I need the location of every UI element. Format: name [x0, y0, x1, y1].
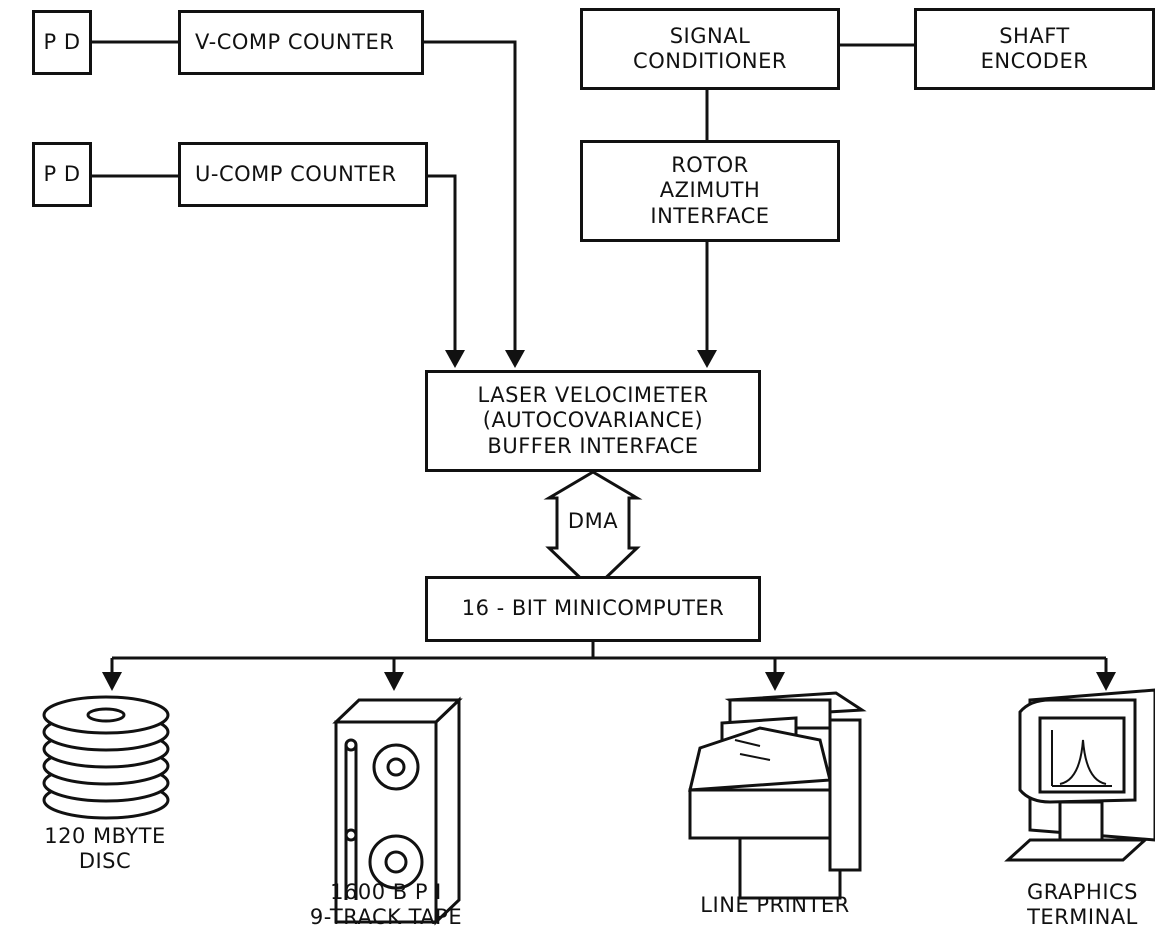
arrowhead-v-buffer: [505, 350, 525, 368]
photodetector-u-box: P D: [32, 142, 92, 207]
arrowhead-printer: [765, 672, 785, 691]
tape-label: 1600 B P I 9-TRACK TAPE: [276, 880, 496, 930]
graphics-terminal-icon: [1008, 690, 1155, 860]
dma-label: DMA: [557, 509, 629, 534]
printer-icon: [690, 693, 862, 898]
arrowhead-disc: [102, 672, 122, 691]
arrowhead-rotor-buffer: [697, 350, 717, 368]
shaft-encoder-box: SHAFT ENCODER: [914, 8, 1155, 90]
photodetector-v-box: P D: [32, 10, 92, 75]
connector-u-buffer: [428, 176, 455, 356]
signal-conditioner-box: SIGNAL CONDITIONER: [580, 8, 840, 90]
disc-label: 120 MBYTE DISC: [10, 824, 200, 874]
connector-v-buffer: [424, 42, 515, 356]
line-printer-label: LINE PRINTER: [665, 893, 885, 918]
v-comp-counter-box: V-COMP COUNTER: [178, 10, 424, 75]
disc-icon: [44, 697, 168, 818]
graphics-terminal-label: GRAPHICS TERMINAL: [1010, 880, 1155, 930]
laser-velocimeter-buffer-box: LASER VELOCIMETER (AUTOCOVARIANCE) BUFFE…: [425, 370, 761, 472]
arrowhead-terminal: [1096, 672, 1116, 691]
arrowhead-tape: [384, 672, 404, 691]
u-comp-counter-box: U-COMP COUNTER: [178, 142, 428, 207]
arrowhead-u-buffer: [445, 350, 465, 368]
minicomputer-box: 16 - BIT MINICOMPUTER: [425, 576, 761, 642]
rotor-azimuth-interface-box: ROTOR AZIMUTH INTERFACE: [580, 140, 840, 242]
